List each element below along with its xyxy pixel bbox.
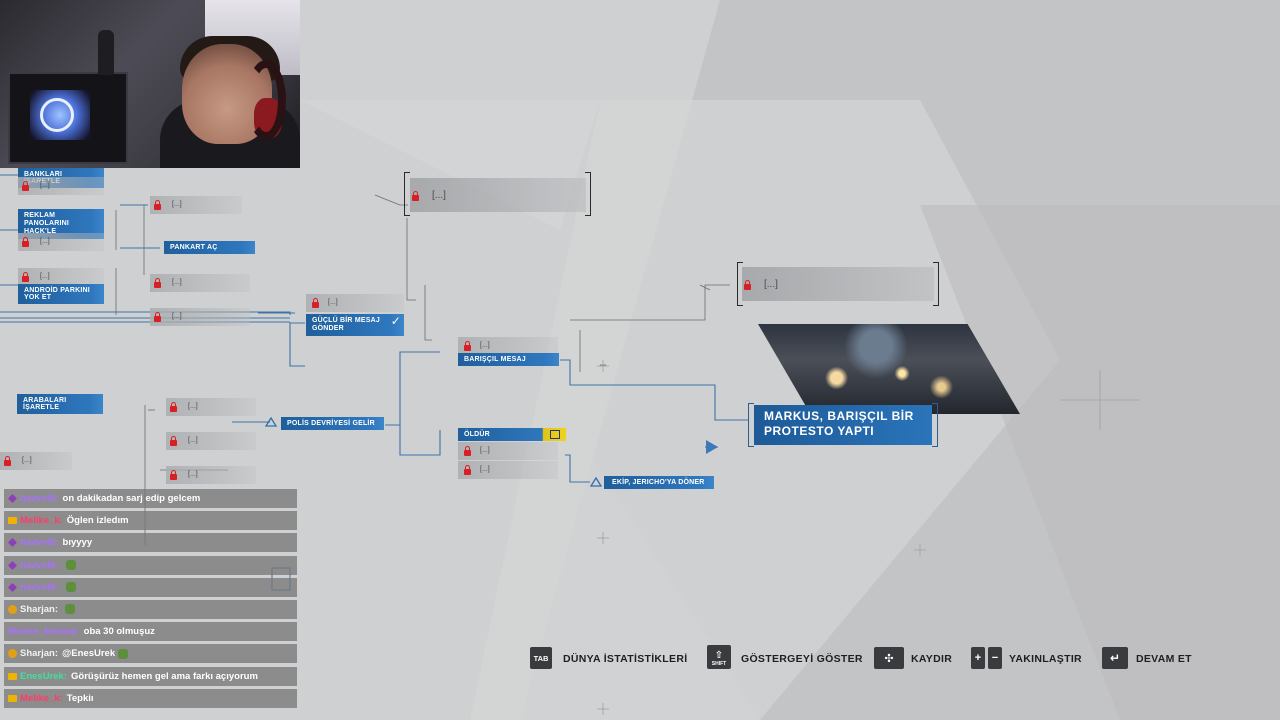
coin-badge-icon [8, 649, 17, 659]
chat-message: Melike_k:Öglen izledım [4, 511, 297, 531]
chat-username[interactable]: Melike_k: [20, 692, 63, 704]
chat-username[interactable]: havvolli: [20, 493, 59, 504]
emote-icon [118, 648, 129, 659]
node-barisci[interactable]: BARIŞÇIL MESAJ [458, 353, 559, 366]
gem-badge-icon [8, 494, 17, 503]
chat-username[interactable]: Weans_kwwwy: [8, 626, 80, 638]
zoom-label[interactable]: YAKINLAŞTIR [1009, 653, 1082, 665]
locked-node[interactable]: [...] [166, 432, 256, 450]
chat-username[interactable]: havvolli: [20, 559, 59, 571]
tab-key[interactable]: TAB [530, 647, 552, 669]
node-arabalari[interactable]: ARABALARI İŞARETLE [17, 394, 103, 414]
scroll-label[interactable]: KAYDIR [911, 653, 953, 665]
locked-node[interactable]: [...] [150, 308, 250, 326]
node-pankart[interactable]: PANKART AÇ [164, 241, 255, 254]
enter-key-icon[interactable]: ↵ [1102, 647, 1128, 669]
chat-username[interactable]: Sharjan: [20, 648, 59, 660]
gem-badge-icon [8, 538, 17, 548]
shift-arrow-icon: ⇧ [714, 650, 724, 661]
crown-badge-icon [8, 672, 17, 680]
locked-node[interactable]: [...] [166, 466, 256, 484]
chat-username[interactable]: EnesUrek: [20, 670, 67, 682]
move-key-icon[interactable]: ✣ [874, 647, 904, 669]
locked-node[interactable]: [...] [458, 461, 558, 479]
gem-badge-icon [8, 582, 17, 592]
chat-text: oba 30 olmuşuz [83, 626, 155, 638]
minus-key-icon[interactable]: − [988, 647, 1002, 669]
chat-text: on dakikadan sarj edip gelcem [62, 493, 201, 504]
chat-text: Görüşürüz hemen gel ama farkı açıyorum [71, 670, 258, 682]
chat-message: Melike_k:Tepkiı [4, 688, 297, 708]
ending-title[interactable]: MARKUS, BARIŞÇIL BİR PROTESTO YAPTI [754, 405, 932, 445]
locked-node[interactable]: [...] [18, 268, 104, 286]
chat-username[interactable]: Sharjan: [20, 603, 59, 615]
bracket-left [748, 403, 754, 447]
crown-badge-icon [8, 694, 17, 702]
ending-thumbnail[interactable] [758, 324, 1020, 414]
locked-node[interactable]: [...] [150, 274, 250, 292]
check-icon: ✓ [390, 314, 401, 328]
show-hud-label[interactable]: GÖSTERGEYİ GÖSTER [741, 653, 863, 665]
locked-node-large[interactable]: [...] [742, 267, 934, 301]
bracket-right [933, 262, 939, 306]
chat-message: havvolli: [4, 555, 297, 575]
bracket-right [585, 172, 591, 216]
locked-node[interactable]: [...] [18, 233, 104, 251]
emote-icon [65, 604, 76, 615]
chat-username[interactable]: havvolli: [20, 581, 59, 593]
chat-message: havvolli:on dakikadan sarj edip gelcem [4, 489, 297, 508]
world-stats-label[interactable]: DÜNYA İSTATİSTİKLERİ [563, 653, 688, 665]
node-android[interactable]: ANDROİD PARKINI YOK ET [18, 284, 104, 304]
gem-badge-icon [8, 560, 17, 570]
bracket-left [404, 172, 410, 216]
chat-message: EnesUrek: Görüşürüz hemen gel ama farkı a… [4, 666, 297, 686]
chat-message: havvolli:bıyyyy [4, 533, 297, 553]
locked-node[interactable]: [...] [150, 196, 242, 214]
node-ekip[interactable]: EKİP, JERICHO'YA DÖNER [604, 476, 714, 489]
emote-icon [65, 582, 76, 593]
chat-text: bıyyyy [62, 537, 93, 549]
node-guclu[interactable]: GÜÇLÜ BİR MESAJ GÖNDER✓ [306, 314, 404, 336]
node-polis[interactable]: POLİS DEVRİYESİ GELİR [281, 417, 384, 430]
bracket-right [932, 403, 938, 447]
controls-bar: TAB DÜNYA İSTATİSTİKLERİ ⇧ SHIFT GÖSTERG… [0, 645, 1280, 675]
chat-message: Sharjan:@EnesUrek [4, 644, 297, 664]
locked-node-large[interactable]: [...] [410, 178, 586, 212]
chat-text: Tepkiı [66, 692, 94, 704]
crown-badge-icon [8, 517, 17, 525]
chat-message: Sharjan: [4, 599, 297, 619]
emote-icon [65, 560, 76, 571]
plus-key-icon[interactable]: + [971, 647, 985, 669]
chat-message: havvolli: [4, 577, 297, 597]
locked-node[interactable]: [...] [458, 337, 558, 355]
node-oldur[interactable]: ÖLDÜR [458, 428, 566, 441]
locked-node[interactable]: [...] [166, 398, 256, 416]
locked-node[interactable]: [...] [0, 452, 72, 470]
continue-label[interactable]: DEVAM ET [1136, 653, 1192, 665]
unlock-icon [550, 430, 560, 439]
chat-username[interactable]: Melike_k: [20, 515, 63, 527]
locked-node[interactable]: [...] [458, 442, 558, 460]
chat-username[interactable]: havvolli: [20, 537, 59, 549]
shift-key[interactable]: ⇧ SHIFT [707, 645, 731, 669]
bracket-left [737, 262, 743, 306]
chat-text: Öglen izledım [66, 515, 129, 527]
chat-text: @EnesUrek [62, 648, 116, 660]
coin-badge-icon [8, 604, 17, 614]
webcam-overlay [0, 0, 300, 168]
locked-node[interactable]: [...] [306, 294, 404, 312]
chat-message: Weans_kwwwy:oba 30 olmuşuz [4, 622, 297, 642]
locked-node[interactable]: [...] [18, 177, 104, 195]
